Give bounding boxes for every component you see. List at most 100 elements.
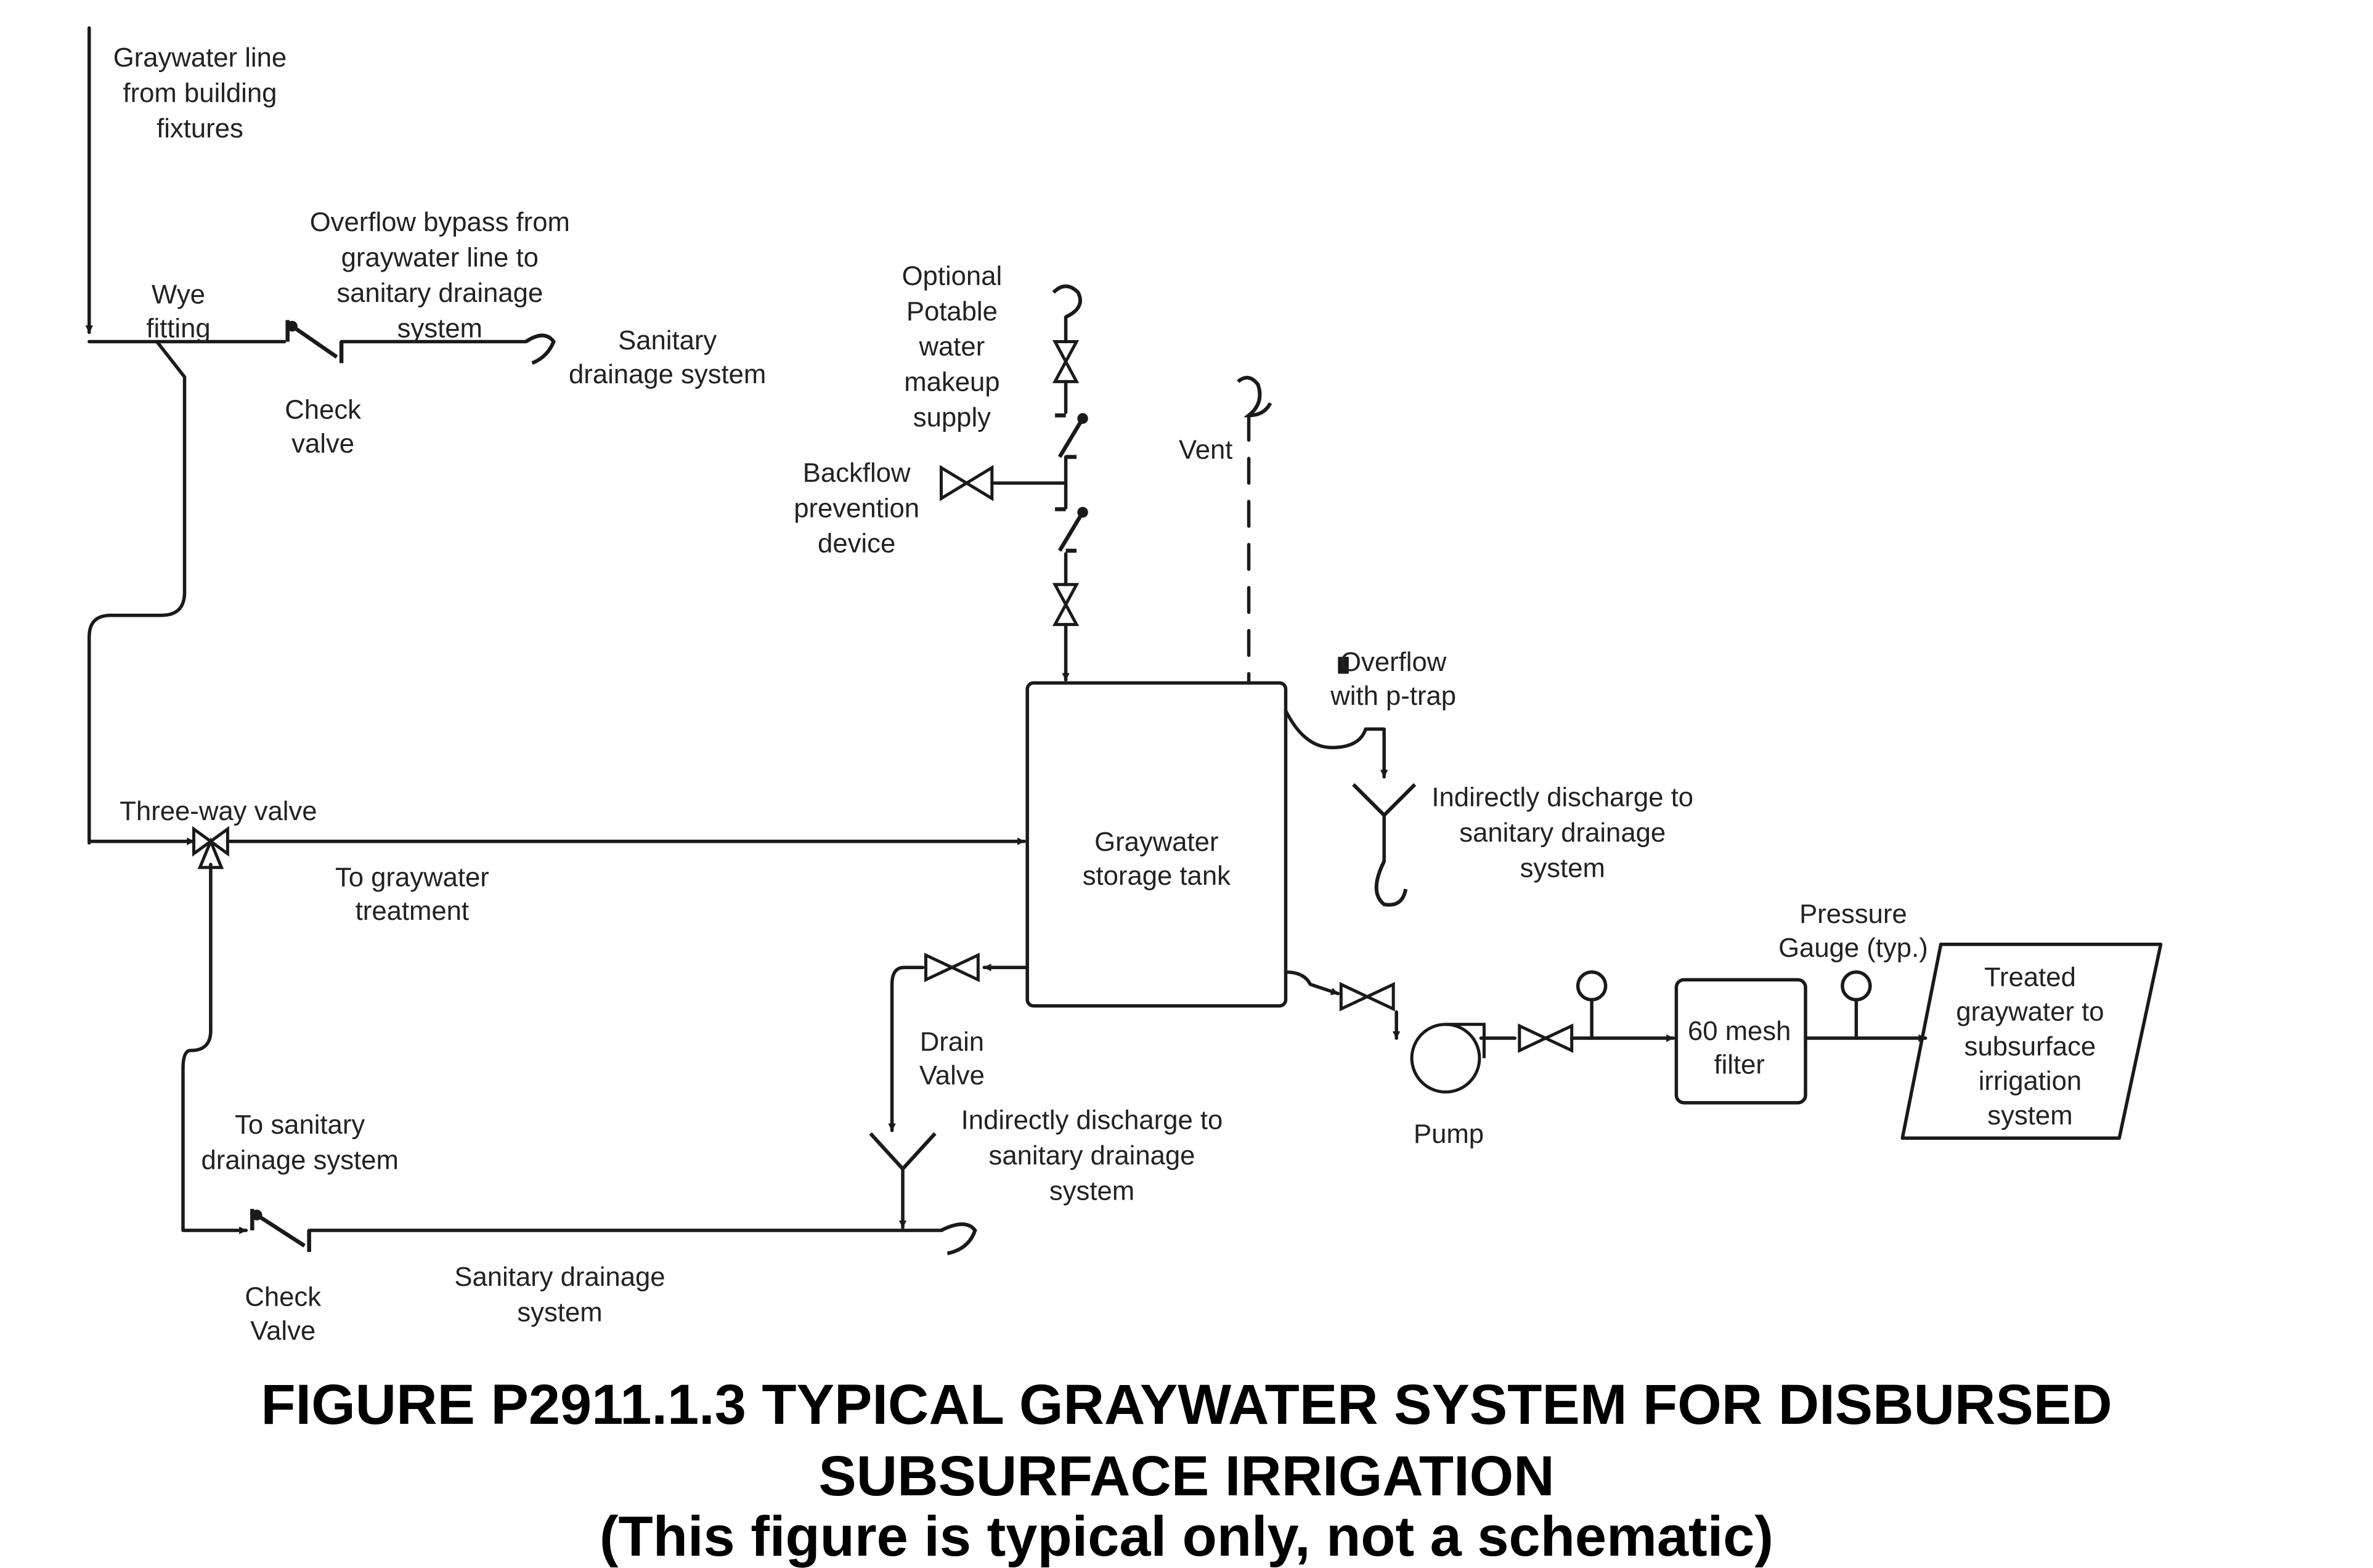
label-graywater-line: Graywater line from building fixtures — [113, 43, 287, 144]
label-mesh-filter: 60 mesh filter — [1688, 1016, 1791, 1080]
label-overflow-bypass: Overflow bypass from graywater line to san… — [310, 207, 570, 343]
potable-check-valve-1-icon — [1055, 413, 1088, 459]
label-line: To graywater — [335, 862, 489, 892]
label-line: Indirectly discharge to — [961, 1105, 1223, 1135]
label-line: Backflow — [803, 458, 911, 488]
label-line: sanitary drainage — [336, 278, 543, 308]
label-line: Check — [285, 395, 361, 425]
label-line: drainage system — [201, 1145, 399, 1175]
sanitary-hook-bottom-icon — [940, 1222, 977, 1256]
label-pump: Pump — [1414, 1119, 1484, 1149]
figure-caption-line-3: (This figure is typical only, not a sche… — [599, 1505, 1774, 1568]
label-line: Sanitary — [618, 325, 717, 355]
label-storage-tank: Graywater storage tank — [1083, 827, 1231, 891]
overflow-pipe — [1284, 709, 1388, 779]
label-line: drainage system — [569, 359, 766, 389]
label-line: Pressure — [1799, 899, 1907, 929]
pressure-gauge-1 — [1576, 970, 1608, 1002]
drain-valve-icon — [924, 953, 980, 983]
check-valve-top-icon — [285, 320, 344, 364]
drain-funnel-icon — [869, 1132, 937, 1172]
label-line: system — [1049, 1176, 1134, 1206]
potable-gate-valve-2-icon — [1052, 583, 1080, 627]
vent-hook-icon — [1237, 376, 1272, 418]
label-line: Valve — [250, 1316, 315, 1346]
pump-inlet-valve-icon — [1339, 981, 1395, 1012]
label-line: Treated — [1984, 962, 2076, 992]
label-indirect-discharge-bottom: Indirectly discharge to sanitary drainage… — [961, 1105, 1223, 1206]
label-line: Graywater — [1094, 827, 1218, 857]
label-line: supply — [913, 402, 991, 433]
pump-icon — [1410, 1023, 1486, 1094]
overflow-hook-icon — [1374, 860, 1408, 907]
label-line: To sanitary — [235, 1110, 365, 1140]
label-wye-fitting: Wye fitting — [146, 279, 210, 343]
label-line: sanitary drainage — [1459, 818, 1666, 848]
label-vent: Vent — [1179, 434, 1232, 465]
label-three-way-valve: Three-way valve — [120, 796, 317, 826]
figure-caption-line-2: SUBSURFACE IRRIGATION — [818, 1445, 1555, 1508]
mesh-filter-box — [1674, 978, 1807, 1105]
pump-suction-pipe — [1284, 970, 1340, 996]
label-to-sanitary: To sanitary drainage system — [201, 1110, 399, 1175]
label-line: makeup — [904, 367, 999, 397]
label-line: Overflow — [1340, 647, 1447, 677]
label-line: Valve — [919, 1060, 985, 1091]
label-line: water — [919, 331, 985, 362]
three-way-valve-icon — [192, 826, 229, 869]
label-line: Indirectly discharge to — [1431, 782, 1693, 812]
label-line: Optional — [902, 261, 1003, 291]
label-line: from building — [123, 78, 277, 108]
label-line: treatment — [356, 896, 469, 926]
label-line: Wye — [152, 279, 205, 309]
label-line: storage tank — [1083, 861, 1231, 891]
storage-tank-outline — [1025, 681, 1288, 1008]
sanitary-hook-top-icon — [524, 333, 556, 365]
label-line: device — [818, 529, 895, 559]
backflow-valve-icon — [939, 465, 994, 502]
label-line: Gauge (typ.) — [1778, 933, 1928, 963]
drain-pipe-2 — [888, 965, 925, 1132]
label-line: Graywater line — [113, 43, 287, 73]
label-indirect-discharge-right: Indirectly discharge to sanitary drainage… — [1431, 782, 1693, 883]
label-line: subsurface — [1964, 1031, 2096, 1062]
label-line: Check — [245, 1282, 321, 1312]
label-line: Potable — [906, 296, 998, 327]
label-line: system — [517, 1298, 602, 1328]
label-line: system — [1520, 853, 1605, 883]
label-sanitary-bottom: Sanitary drainage system — [454, 1262, 665, 1327]
label-line: Drain — [920, 1026, 984, 1057]
pump-outlet-valve-icon — [1518, 1023, 1574, 1053]
check-valve-bottom-icon — [250, 1209, 311, 1252]
label-line: Three-way valve — [120, 796, 317, 826]
potable-hook-icon — [1052, 284, 1082, 319]
sanitary-branch-pipe — [181, 863, 248, 1235]
label-line: Overflow bypass from — [310, 207, 570, 237]
label-line: fixtures — [157, 113, 243, 144]
label-line: irrigation — [1979, 1066, 2082, 1096]
label-line: sanitary drainage — [989, 1140, 1195, 1171]
label-line: Pump — [1414, 1119, 1484, 1149]
label-line: filter — [1714, 1050, 1764, 1080]
label-line: graywater line to — [341, 242, 539, 272]
label-to-graywater-treatment: To graywater treatment — [335, 862, 489, 926]
label-overflow-ptrap: Overflow with p-trap — [1330, 647, 1456, 711]
label-line: valve — [291, 428, 354, 458]
label-line: with p-trap — [1330, 681, 1456, 711]
treated-graywater-box — [1900, 943, 2163, 1140]
figure-caption-line-1: FIGURE P2911.1.3 TYPICAL GRAYWATER SYSTE… — [261, 1373, 2112, 1436]
label-line: Vent — [1179, 434, 1232, 465]
overflow-marker — [1338, 657, 1349, 674]
label-line: Sanitary drainage — [454, 1262, 665, 1292]
potable-gate-valve-1-icon — [1052, 339, 1080, 383]
label-line: fitting — [146, 313, 210, 343]
label-line: 60 mesh — [1688, 1016, 1791, 1046]
